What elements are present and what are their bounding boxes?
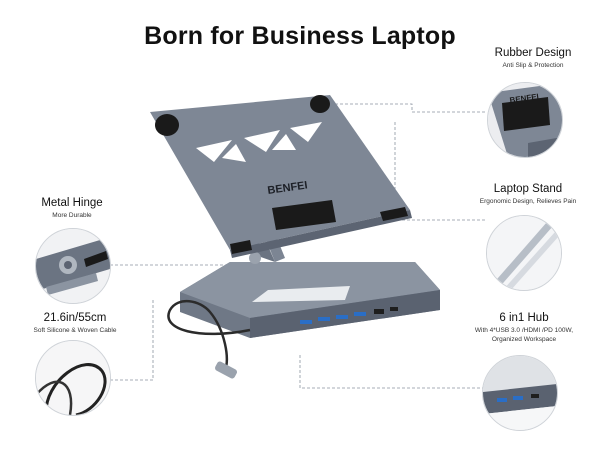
feature-laptop-stand: Laptop Stand Ergonomic Design, Relieves … bbox=[466, 183, 590, 207]
feature-subtext: Soft Silicone & Woven Cable bbox=[33, 327, 117, 334]
hinge-detail-circle bbox=[35, 228, 111, 304]
rubber-brand-text: BENFEI bbox=[509, 92, 539, 105]
rubber-pad-center bbox=[272, 200, 336, 230]
feature-heading: Metal Hinge bbox=[41, 197, 103, 209]
usb-c-connector bbox=[214, 361, 238, 379]
usb-port bbox=[318, 317, 330, 321]
hinge-knob bbox=[249, 252, 261, 264]
rubber-pad-right bbox=[310, 95, 330, 113]
cable-detail-circle bbox=[35, 340, 111, 416]
tray-surface bbox=[150, 95, 410, 250]
feature-metal-hinge: Metal Hinge More Durable bbox=[22, 197, 122, 221]
tray-edge bbox=[230, 210, 412, 258]
usb-c-cable bbox=[167, 300, 251, 371]
feature-subtext-line: With 4*USB 3.0 /HDMI /PD 100W, bbox=[474, 327, 574, 334]
leader-cable bbox=[110, 300, 154, 381]
hdmi-port bbox=[374, 309, 384, 314]
usb-port bbox=[336, 315, 348, 319]
hub-front bbox=[250, 290, 440, 338]
base-cutout bbox=[252, 286, 350, 302]
usb-port bbox=[354, 312, 366, 316]
usbc-port bbox=[390, 307, 398, 311]
feature-hub: 6 in1 Hub With 4*USB 3.0 /HDMI /PD 100W,… bbox=[454, 312, 594, 345]
feature-heading: 21.6in/55cm bbox=[43, 312, 107, 324]
rubber-detail-circle: BENFEI bbox=[487, 82, 563, 158]
leader-hub bbox=[299, 355, 485, 389]
feature-heading: Rubber Design bbox=[494, 47, 572, 59]
feature-subtext-line: Organized Workspace bbox=[491, 335, 557, 343]
hub-detail-circle bbox=[482, 355, 558, 431]
feature-cable: 21.6in/55cm Soft Silicone & Woven Cable bbox=[20, 312, 130, 336]
leader-rubber bbox=[320, 103, 485, 113]
front-lip-left bbox=[230, 240, 252, 254]
feature-subtext: Ergonomic Design, Relieves Pain bbox=[479, 198, 577, 205]
hub-ports bbox=[300, 307, 398, 324]
rubber-pad-left bbox=[155, 114, 179, 136]
feature-subtext: With 4*USB 3.0 /HDMI /PD 100W, Organized… bbox=[454, 327, 594, 345]
front-lip-right bbox=[380, 207, 408, 221]
usb-port bbox=[300, 320, 312, 324]
brand-logo: BENFEI bbox=[267, 179, 309, 196]
feature-subtext: Anti Slip & Protection bbox=[502, 62, 564, 69]
page-title: Born for Business Laptop bbox=[144, 22, 456, 50]
tray-cutouts bbox=[196, 122, 322, 162]
stand-detail-circle bbox=[486, 215, 562, 291]
feature-rubber-design: Rubber Design Anti Slip & Protection bbox=[478, 47, 588, 71]
feature-subtext: More Durable bbox=[52, 212, 92, 219]
feature-heading: 6 in1 Hub bbox=[499, 312, 549, 324]
feature-heading: Laptop Stand bbox=[493, 183, 563, 195]
